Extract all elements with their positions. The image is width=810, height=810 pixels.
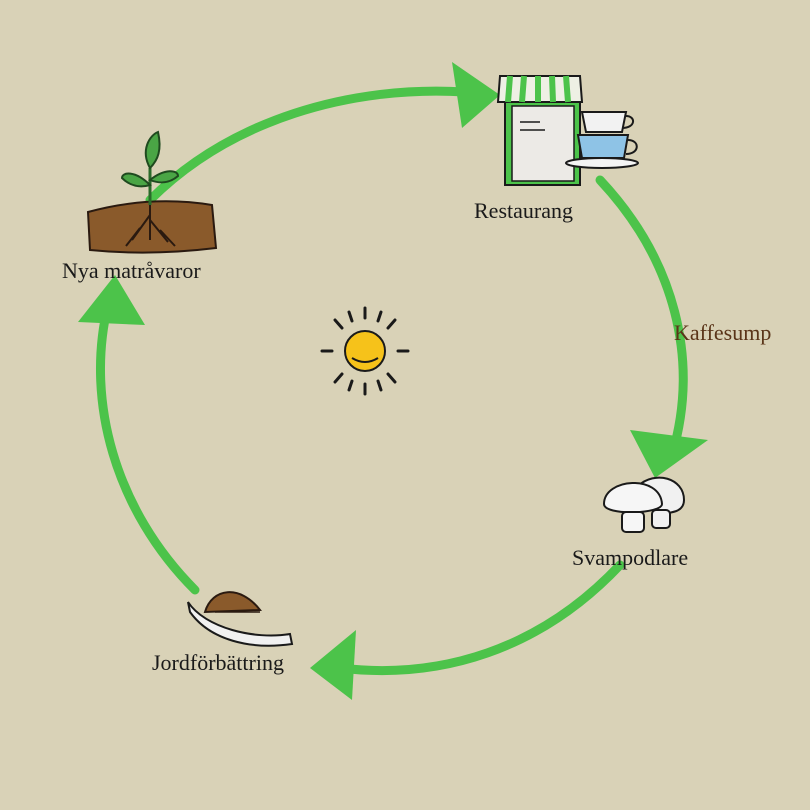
soil-hand-icon xyxy=(187,591,294,647)
node-label-soil: Jordförbättring xyxy=(152,650,284,675)
arrowhead-food xyxy=(78,275,145,325)
node-label-food: Nya matråvaror xyxy=(62,258,201,283)
arrow-soil-to-food xyxy=(95,300,200,595)
node-label-mushroom: Svampodlare xyxy=(572,545,689,570)
arrowhead-restaurant xyxy=(452,62,500,128)
seedling-icon xyxy=(86,130,218,254)
arrow-food-to-restaurant xyxy=(145,86,470,205)
mushroom-icon xyxy=(602,476,686,533)
arrowhead-mushroom xyxy=(630,430,708,478)
sun-icon xyxy=(320,306,410,396)
node-label-restaurant: Restaurang xyxy=(474,198,573,223)
arrowhead-soil xyxy=(310,630,356,700)
arrow-mushroom-to-soil xyxy=(335,560,625,675)
restaurant-icon xyxy=(496,75,639,186)
edge-label-kaffesump: Kaffesump xyxy=(674,320,772,345)
arrow-restaurant-to-mushroom xyxy=(595,175,688,460)
